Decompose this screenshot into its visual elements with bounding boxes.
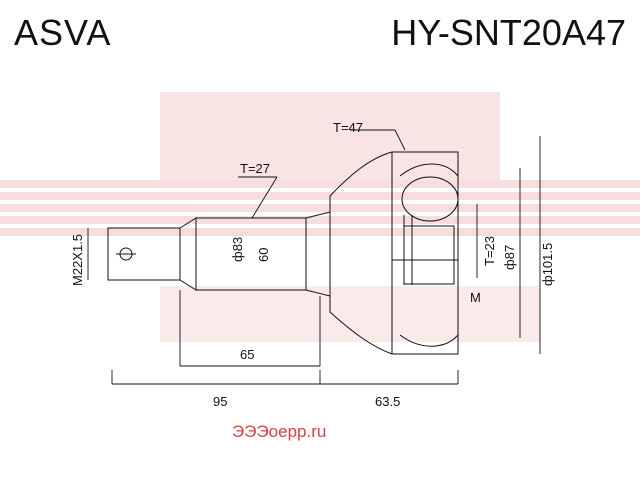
label-l65: 65 bbox=[240, 347, 254, 362]
label-l95: 95 bbox=[213, 394, 227, 409]
label-t23: T=23 bbox=[482, 236, 497, 266]
label-d101: ф101.5 bbox=[540, 243, 555, 286]
label-d87: ф87 bbox=[502, 245, 517, 270]
label-t27: T=27 bbox=[240, 161, 270, 176]
label-l635: 63.5 bbox=[375, 394, 400, 409]
watermark-stripes bbox=[0, 92, 640, 342]
label-t47: T=47 bbox=[333, 120, 363, 135]
label-m22: M22X1.5 bbox=[70, 234, 85, 286]
housing bbox=[329, 151, 459, 355]
watermark-domain: ЭЭЭоерр.ru bbox=[232, 422, 327, 441]
label-d60: 60 bbox=[256, 248, 271, 262]
label-d83: ф83 bbox=[230, 237, 245, 262]
shaft bbox=[107, 211, 331, 297]
dimension-lines bbox=[87, 129, 541, 385]
dimension-labels: T=47 T=27 M22X1.5 ф83 60 T=23 ф87 ф101.5… bbox=[70, 120, 555, 409]
brand-label: ASVA bbox=[14, 12, 112, 53]
label-m: M bbox=[470, 290, 481, 305]
part-number: HY-SNT20A47 bbox=[391, 12, 626, 53]
